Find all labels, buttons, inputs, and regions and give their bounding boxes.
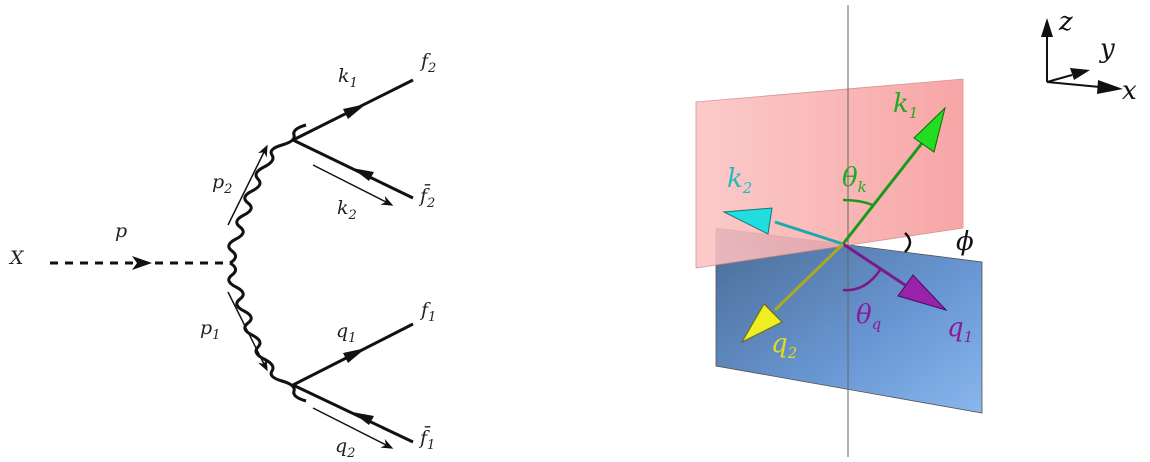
k1-vector: [841, 137, 928, 245]
p1-label: p1: [200, 317, 220, 343]
frame-k1-label: k1: [893, 89, 918, 122]
q2-cone-icon: [740, 303, 783, 344]
theta-q-arc: [842, 269, 882, 292]
phi-arc: [904, 232, 912, 253]
f1bar-line: [292, 383, 414, 444]
frame-k2-label: k2: [727, 164, 752, 197]
theta-k-label: θk: [842, 163, 867, 196]
k1-cone-icon: [913, 106, 946, 153]
y-arrow-icon: [1070, 68, 1090, 80]
z-arrow-icon: [1041, 18, 1053, 37]
lower-decay-plane: [715, 227, 983, 414]
frame-q2-label: q2: [771, 329, 797, 362]
decay-frame-3d: k1 k2 q1 q2 θk θq ϕ: [695, 5, 983, 457]
z-axis-label: z: [1058, 7, 1073, 37]
feynman-diagram: X p p2 p1 k1 k2 f2 f̄2 q1 q2 f1 f̄1: [8, 50, 436, 461]
p2-momentum-arrow: [227, 144, 268, 226]
y-axis-label: y: [1099, 34, 1115, 64]
f2-label: f2: [419, 50, 436, 76]
x-label: X: [8, 247, 25, 269]
q1-cone-icon: [897, 274, 948, 311]
p2-label: p2: [212, 171, 232, 197]
axes-triad: z y x: [1041, 7, 1137, 106]
q1-vector: [842, 242, 906, 287]
q2-vector: [773, 242, 845, 312]
q1-label: q1: [336, 320, 356, 346]
phi-label: ϕ: [956, 227, 974, 257]
theta-k-arc: [842, 198, 874, 207]
q2-label: q2: [335, 435, 355, 461]
k2-momentum-arrow: [312, 164, 394, 206]
f1-arrow-icon: [343, 348, 366, 363]
k2-label: k2: [337, 197, 357, 223]
q2-momentum-arrow: [312, 407, 394, 449]
y-axis: [1046, 74, 1073, 83]
k1-label: k1: [338, 65, 358, 91]
scalar-arrow-icon: [132, 256, 152, 270]
frame-q1-label: q1: [947, 313, 973, 346]
k2-vector: [774, 220, 844, 246]
boson-line-lower: [227, 261, 307, 403]
f1bar-label: f̄1: [418, 425, 435, 453]
f1bar-arrow-icon: [352, 412, 374, 425]
p-label: p: [115, 220, 127, 242]
x-axis-label: x: [1122, 76, 1137, 106]
f1-label: f1: [419, 299, 436, 325]
f2bar-label: f̄2: [418, 183, 435, 211]
x-arrow-icon: [1097, 80, 1123, 94]
k2-cone-icon: [722, 207, 773, 235]
p1-momentum-arrow: [227, 291, 268, 372]
f2bar-line: [292, 138, 414, 200]
theta-q-label: θq: [856, 300, 881, 333]
boson-line-upper: [227, 123, 307, 265]
f2bar-arrow-icon: [352, 168, 374, 181]
f2-arrow-icon: [343, 104, 366, 119]
x-axis: [1046, 81, 1101, 88]
